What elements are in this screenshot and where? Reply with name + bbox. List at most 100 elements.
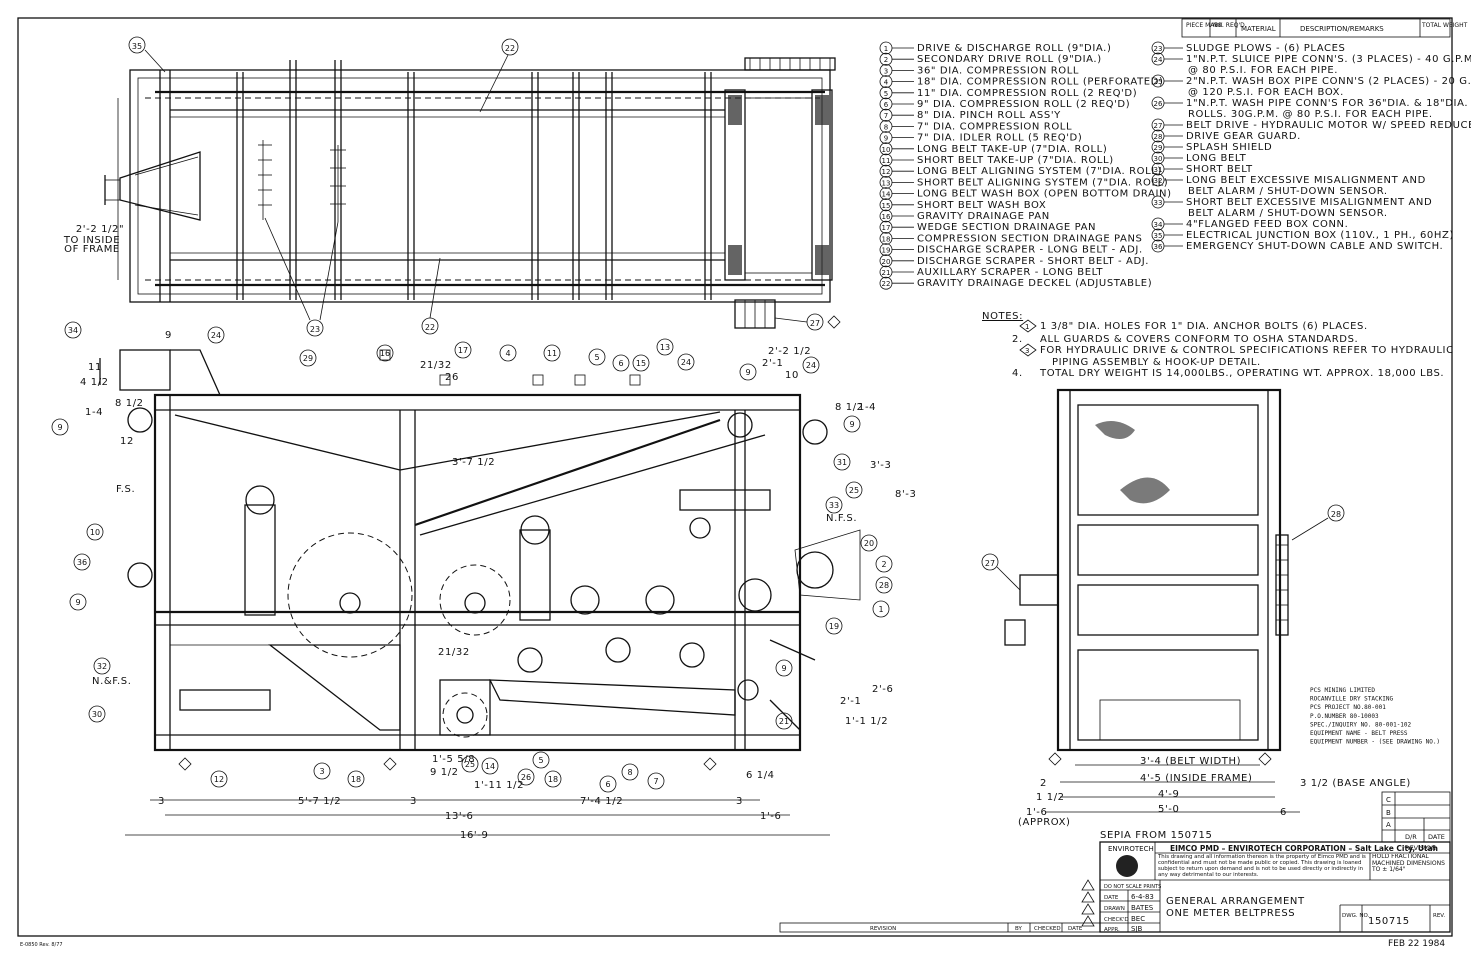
side-callout-number: 28: [879, 581, 889, 590]
side-callout-number: 3: [319, 767, 324, 776]
note-mark-1: 1: [1025, 323, 1029, 331]
side-callout-number: 36: [77, 558, 87, 567]
side-callout-bubble: [64, 321, 82, 339]
side-callout-number: 24: [211, 331, 221, 340]
dim-b-3b: 3: [410, 796, 417, 807]
end-1half: 1 1/2: [1036, 792, 1065, 803]
side-callout-number: 20: [864, 539, 874, 548]
side-callout-number: 33: [829, 501, 839, 510]
drawn-label: DRAWN: [1104, 906, 1125, 912]
frame-dim-label: TO INSIDE: [63, 235, 120, 246]
side-callout-bubble: [875, 555, 893, 573]
legend-number: 8: [884, 123, 888, 131]
side-callout-bubble: [461, 755, 479, 773]
legend-text: 8" DIA. PINCH ROLL ASS'Y: [917, 110, 1061, 121]
rev-c: C: [1386, 796, 1391, 804]
legend-text: 2"N.P.T. WASH BOX PIPE CONN'S (2 PLACES)…: [1186, 76, 1471, 87]
dim-b-6-4: 6 1/4: [746, 770, 775, 781]
legend-text: DISCHARGE SCRAPER - LONG BELT - ADJ.: [917, 245, 1143, 256]
legend-text: 9" DIA. COMPRESSION ROLL (2 REQ'D): [917, 99, 1130, 110]
side-callout-number: 21: [779, 717, 789, 726]
dim-21-32: 21/32: [420, 360, 452, 371]
plan-callout-27: 27: [810, 319, 820, 328]
dim-9: 9: [165, 330, 172, 341]
date-label: DATE: [1104, 895, 1119, 901]
description-header: DESCRIPTION/REMARKS: [1300, 25, 1384, 33]
frame-dim-value: 2'-2 1/2": [76, 224, 124, 235]
dim-2-1: 2'-1: [840, 696, 861, 707]
dim-b-1-6: 1'-6: [760, 811, 781, 822]
legend-text: WEDGE SECTION DRAINAGE PAN: [917, 222, 1096, 233]
legend-number: 33: [1154, 199, 1163, 207]
side-callout-number: 19: [829, 622, 839, 631]
side-callout-number: 16: [380, 349, 390, 358]
side-callout-bubble: [632, 354, 650, 372]
side-callout-number: 17: [458, 346, 468, 355]
notes-block: NOTES: 1 1 3/8" DIA. HOLES FOR 1" DIA. A…: [982, 311, 1453, 379]
side-callout-number: 6: [618, 359, 623, 368]
project-info-line: PCS MINING LIMITED: [1310, 687, 1375, 694]
side-callout-bubble: [845, 481, 863, 499]
side-callout-number: 31: [837, 458, 847, 467]
plan-view: 35 22 22 23 27 2'-2 1/2" TO INSIDE OF FR…: [63, 36, 841, 337]
note-mark-3: 3: [1025, 347, 1029, 355]
dim-8half: 8 1/2: [115, 398, 144, 409]
side-callout-number: 5: [538, 756, 543, 765]
side-callout-bubble: [347, 770, 365, 788]
legend-text: 7" DIA. IDLER ROLL (5 REQ'D): [917, 133, 1082, 144]
legend-text: ROLLS. 30G.P.M. @ 80 P.S.I. FOR EACH PIP…: [1188, 109, 1433, 120]
plan-callout-35: 35: [132, 42, 142, 51]
side-callout-number: 12: [214, 775, 224, 784]
side-callout-number: 2: [881, 560, 886, 569]
note-2: ALL GUARDS & COVERS CONFORM TO OSHA STAN…: [1040, 334, 1358, 345]
side-callout-number: 1: [878, 605, 883, 614]
sepia-note: SEPIA FROM 150715: [1100, 830, 1212, 841]
do-not-scale: DO NOT SCALE PRINTS: [1104, 884, 1161, 890]
legend-text: LONG BELT WASH BOX (OPEN BOTTOM DRAIN): [917, 189, 1172, 200]
appr-value: SJB: [1131, 925, 1143, 933]
legend-text: DISCHARGE SCRAPER - SHORT BELT - ADJ.: [917, 256, 1149, 267]
legend-text: COMPRESSION SECTION DRAINAGE PANS: [917, 233, 1142, 244]
project-info-line: EQUIPMENT NAME - BELT PRESS: [1310, 730, 1408, 737]
side-callout-number: 9: [849, 420, 854, 429]
side-callout-bubble: [775, 659, 793, 677]
rev-b: B: [1386, 809, 1391, 817]
dim-b-7-4: 7'-4 1/2: [580, 796, 623, 807]
dim-4half: 4 1/2: [80, 377, 109, 388]
legend-text: 7" DIA. COMPRESSION ROLL: [917, 121, 1072, 132]
legend-text: SLUDGE PLOWS - (6) PLACES: [1186, 43, 1346, 54]
legend-number: 10: [882, 146, 891, 154]
side-callout-bubble: [543, 344, 561, 362]
legend-text: 36" DIA. COMPRESSION ROLL: [917, 65, 1079, 76]
appr-label: APPR.: [1104, 927, 1120, 933]
side-callout-number: 9: [75, 598, 80, 607]
side-callout-bubble: [843, 415, 861, 433]
legend-number: 16: [882, 213, 891, 221]
drawing-title-2: ONE METER BELTPRESS: [1166, 908, 1295, 919]
legend-text: LONG BELT ALIGNING SYSTEM (7"DIA. ROLL): [917, 166, 1162, 177]
side-callout-bubble: [88, 705, 106, 723]
end-callout-28: 28: [1331, 510, 1341, 519]
side-elevation: [99, 349, 861, 771]
legend-number: 32: [1154, 177, 1163, 185]
note-mark-4: 4.: [1012, 368, 1023, 379]
dim-26: 26: [445, 372, 459, 383]
side-dimensions: 3 5'-7 1/2 3 7'-4 1/2 3 1'-6 13'-6 16'-9…: [80, 330, 916, 841]
legend-number: 25: [1154, 78, 1163, 86]
checked-col: CHECKED: [1034, 926, 1061, 932]
side-callout-number: 29: [303, 354, 313, 363]
legend-number: 28: [1154, 133, 1163, 141]
legend-number: 26: [1154, 100, 1163, 108]
dim-3-7: 3'-7 1/2: [452, 457, 495, 468]
side-callout-bubble: [599, 775, 617, 793]
fs-label: F.S.: [116, 484, 135, 495]
rev-a: A: [1386, 821, 1391, 829]
side-callout-bubble: [588, 348, 606, 366]
form-number: E-0850 Rev. 8/77: [20, 942, 63, 948]
rev-dr: D/R: [1405, 833, 1417, 841]
dim-12: 12: [120, 436, 134, 447]
company-name: EIMCO PMD – ENVIROTECH CORPORATION – Sal…: [1170, 844, 1438, 853]
